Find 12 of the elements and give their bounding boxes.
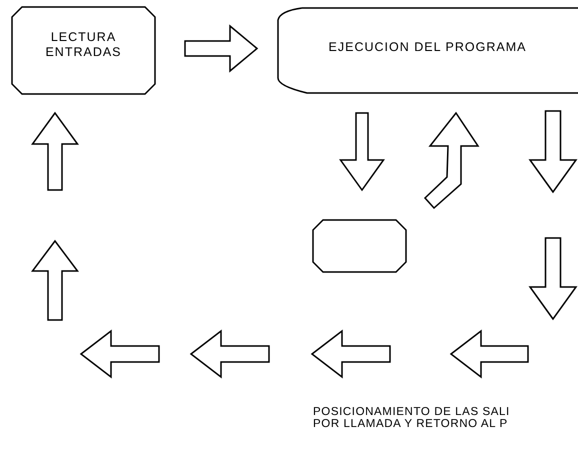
block-arrow [184,24,258,73]
block-arrow [528,110,578,194]
empty-box [313,220,406,272]
note-text: POSICIONAMIENTO DE LAS SALI [313,406,510,418]
block-arrow [31,112,79,191]
process-box [277,7,578,94]
process-box [12,7,155,94]
note-text: POR LLAMADA Y RETORNO AL P [313,418,508,430]
box-label: EJECUCION DEL PROGRAMA [328,40,526,55]
block-arrow [424,112,480,210]
block-arrow [339,112,385,192]
box-label: LECTURA ENTRADAS [44,30,123,60]
